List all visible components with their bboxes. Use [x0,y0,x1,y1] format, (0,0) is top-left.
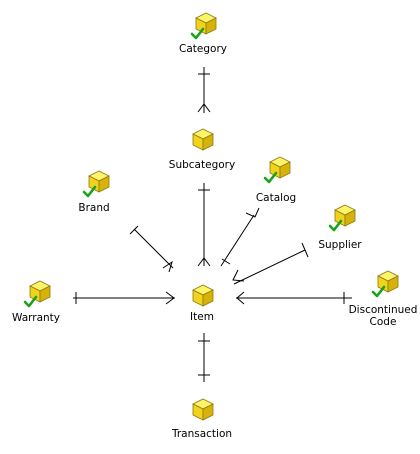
checkmark-icon [190,27,205,40]
dimension-cube-icon [192,398,214,421]
node-transaction[interactable]: Transaction [171,398,232,440]
dimension-cube-icon [192,128,214,151]
dimension-cube-icon [195,12,217,35]
relationship-discontinued-code-item[interactable] [236,291,352,305]
checkmark-icon [263,171,278,184]
node-label-transaction: Transaction [171,428,232,440]
checkmark-icon [23,295,38,308]
node-warranty[interactable]: Warranty [12,280,60,324]
checkmark-icon [328,219,343,232]
relationship-subcategory-item[interactable] [197,183,211,267]
node-label-supplier: Supplier [318,239,362,251]
node-discontinued-code[interactable]: Discontinued Code [349,270,418,328]
checkmark-icon [82,185,97,198]
node-label-category: Category [179,43,227,55]
relationship-category-subcategory[interactable] [197,67,211,113]
node-label-warranty: Warranty [12,312,60,324]
node-supplier[interactable]: Supplier [318,204,362,251]
node-label-catalog: Catalog [256,192,296,204]
node-label-discontinued-code-line2: Code [370,316,397,328]
relationship-brand-item[interactable] [129,225,174,273]
node-catalog[interactable]: Catalog [256,156,296,204]
node-label-subcategory: Subcategory [169,159,235,171]
checkmark-icon [371,285,386,298]
node-subcategory[interactable]: Subcategory [169,128,235,171]
relationship-warranty-item[interactable] [73,291,175,305]
relationship-item-transaction[interactable] [198,333,210,382]
relationship-catalog-item[interactable] [220,207,260,267]
node-brand[interactable]: Brand [78,170,110,214]
node-label-discontinued-code-line1: Discontinued [349,304,418,316]
relationship-supplier-item[interactable] [232,242,309,285]
node-category[interactable]: Category [179,12,227,55]
node-item[interactable]: Item [190,284,214,323]
node-label-item: Item [190,311,214,323]
dimension-cube-icon [192,284,214,307]
node-label-brand: Brand [78,202,109,214]
